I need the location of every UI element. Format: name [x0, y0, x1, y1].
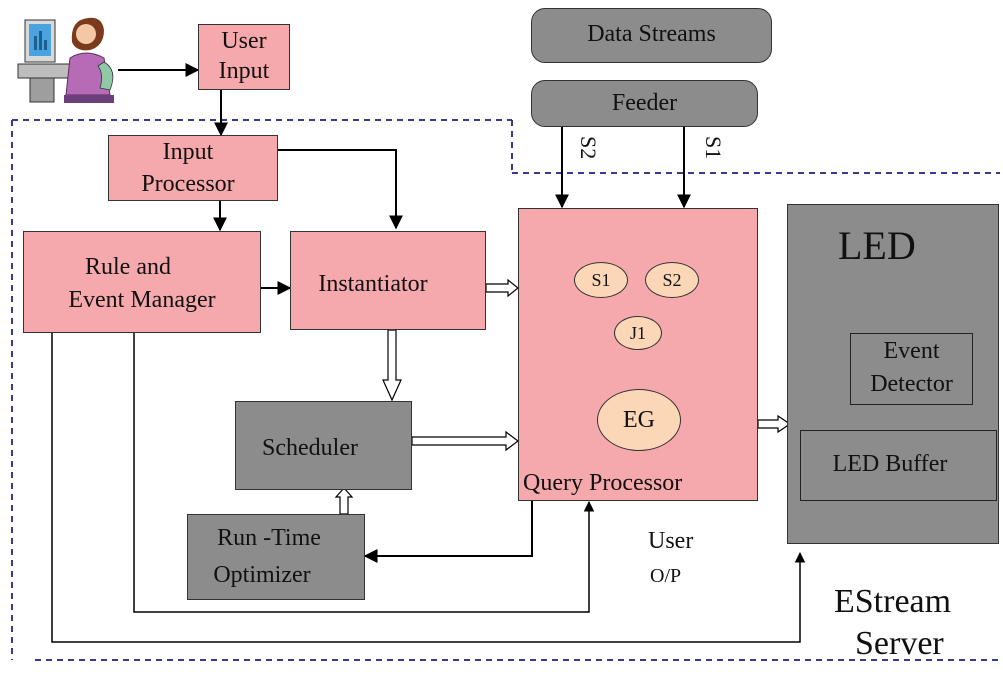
instantiator-box: [290, 231, 486, 330]
data-streams-label: Data Streams: [587, 21, 716, 47]
event-detector-label-line1: Event: [883, 338, 940, 364]
rule-event-manager-box: [23, 231, 261, 333]
user-output-label-line2: O/P: [650, 565, 682, 587]
operator-s2: S2: [645, 262, 699, 298]
led-buffer-label: LED Buffer: [832, 451, 948, 477]
scheduler-label: Scheduler: [262, 435, 358, 461]
input-processor-box: [108, 135, 278, 201]
instantiator-label: Instantiator: [318, 271, 428, 297]
estream-server-label-line1: EStream: [834, 583, 952, 620]
stream-label-s1: S1: [701, 136, 726, 160]
operator-eg: EG: [597, 389, 681, 451]
operator-s1: S1: [574, 262, 628, 298]
rule-event-manager-label-line2: Event Manager: [68, 287, 216, 313]
scheduler-box: [235, 401, 412, 490]
runtime-optimizer-label-line2: Optimizer: [213, 562, 311, 588]
event-detector-box: [850, 333, 973, 405]
input-processor-label-line1: Input: [162, 139, 214, 165]
user-input-box: [198, 24, 290, 90]
led-buffer-box: [800, 430, 997, 501]
arrow-rule-to-qp: [133, 333, 595, 613]
stream-label-s2: S2: [576, 136, 601, 160]
data-streams-box: [531, 8, 772, 63]
server-boundary: [11, 119, 1000, 661]
arrow-qp-to-optimizer: [363, 500, 533, 563]
arrow-processor-to-instantiator: [278, 149, 403, 230]
user-input-label-line2: Input: [218, 58, 270, 84]
query-processor-label: Query Processor: [523, 470, 683, 496]
query-processor-box: [518, 208, 758, 501]
arrow-rule-to-led: [51, 333, 806, 643]
rule-event-manager-label-line1: Rule and: [85, 254, 171, 280]
user-input-label-line1: User: [221, 28, 267, 54]
feeder-label: Feeder: [611, 90, 678, 116]
feeder-box: [531, 80, 758, 127]
operator-j1: J1: [614, 316, 662, 350]
led-title: LED: [838, 223, 916, 268]
user-computer-icon: [17, 17, 114, 103]
user-output-label-line1: User: [648, 528, 694, 554]
runtime-optimizer-label-line1: Run -Time: [217, 525, 321, 551]
hollow-arrows: [334, 278, 792, 515]
led-box: [787, 204, 999, 544]
estream-server-label-line2: Server: [855, 625, 944, 662]
event-detector-label-line2: Detector: [870, 371, 953, 397]
input-processor-label-line2: Processor: [141, 171, 235, 197]
runtime-optimizer-box: [187, 514, 365, 600]
